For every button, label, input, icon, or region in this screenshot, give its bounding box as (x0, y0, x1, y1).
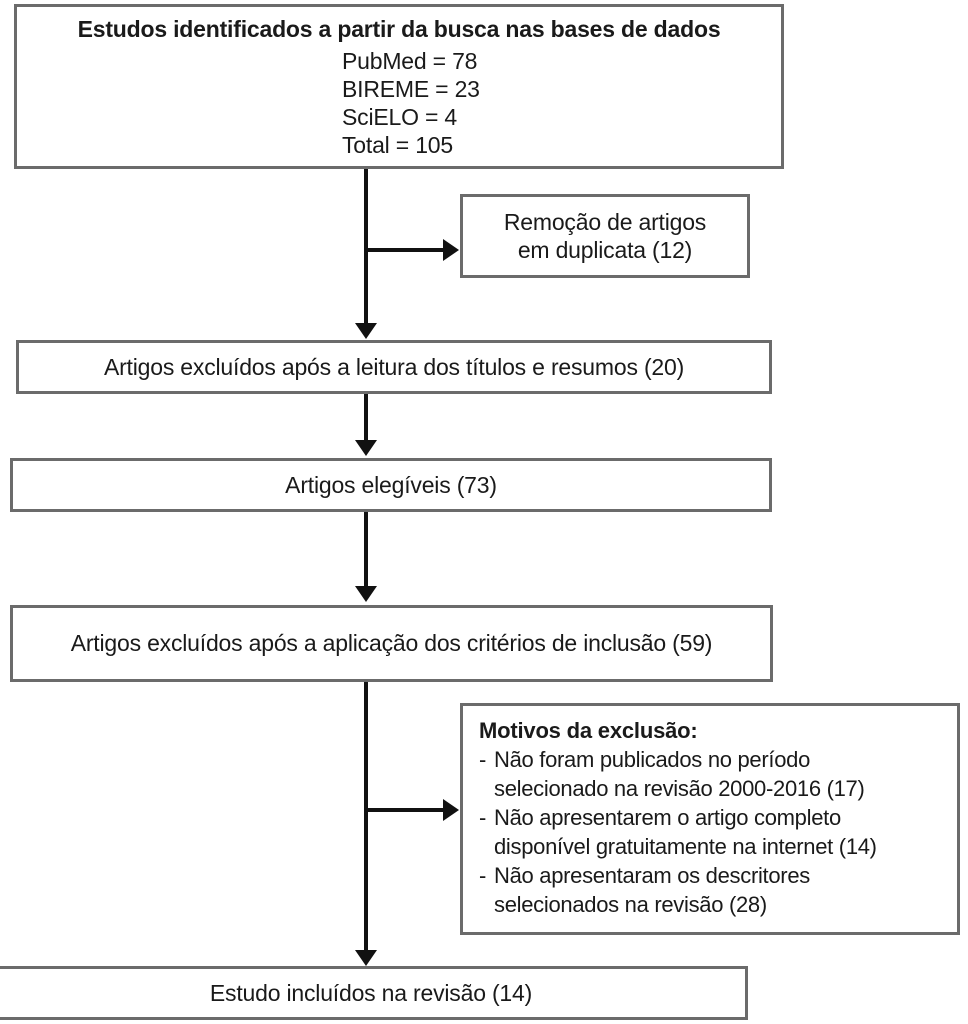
excluded-titles-text: Artigos excluídos após a leitura dos tít… (103, 353, 685, 380)
reasons-heading: Motivos da exclusão: (479, 718, 698, 743)
excluded-criteria-text: Artigos excluídos após a aplicação dos c… (70, 630, 713, 657)
reason-item-1-text: Não foram publicados no período selecion… (494, 745, 947, 803)
eligible-text: Artigos elegíveis (73) (285, 471, 497, 498)
connector-line-identification-to-titles (364, 169, 368, 325)
reason-item-3-text: Não apresentaram os descritores selecion… (494, 861, 947, 919)
reason-bullet-dash: - (479, 805, 487, 830)
reason-item-2: - Não apresentarem o artigo completo dis… (479, 803, 947, 861)
database-count-scielo: SciELO = 4 (342, 104, 457, 131)
excluded-criteria-box: Artigos excluídos após a aplicação dos c… (10, 605, 773, 682)
arrow-head-to-duplicates (443, 239, 459, 261)
reason-bullet-dash: - (479, 863, 487, 888)
arrow-head-identification-to-titles (355, 323, 377, 339)
identification-box: Estudos identificados a partir da busca … (14, 4, 784, 169)
connector-line-criteria-to-included (364, 682, 368, 955)
connector-line-eligible-to-criteria (364, 512, 368, 588)
database-count-bireme: BIREME = 23 (342, 76, 480, 103)
reasons-box: Motivos da exclusão: - Não foram publica… (460, 703, 960, 935)
reason-item-2-text: Não apresentarem o artigo completo dispo… (494, 803, 947, 861)
included-text: Estudo incluídos na revisão (14) (209, 979, 533, 1006)
identification-database-list: PubMed = 78 BIREME = 23 SciELO = 4 Total… (17, 47, 781, 159)
eligible-box: Artigos elegíveis (73) (10, 458, 772, 512)
reason-item-3-line-2: selecionados na revisão (28) (494, 892, 767, 917)
arrow-head-titles-to-eligible (355, 440, 377, 456)
arrow-head-criteria-to-included (355, 950, 377, 966)
database-count-pubmed: PubMed = 78 (342, 48, 478, 75)
duplicates-box: Remoção de artigos em duplicata (12) (460, 194, 750, 278)
connector-line-to-duplicates (364, 248, 446, 252)
reason-item-1-line-1: Não foram publicados no período (494, 747, 811, 772)
connector-line-titles-to-eligible (364, 394, 368, 442)
reason-item-1-line-2: selecionado na revisão 2000-2016 (17) (494, 776, 865, 801)
arrow-head-to-reasons (443, 799, 459, 821)
reason-item-2-line-1: Não apresentarem o artigo completo (494, 805, 841, 830)
duplicates-line-1: Remoção de artigos (503, 208, 707, 235)
reason-bullet-dash: - (479, 747, 487, 772)
connector-line-to-reasons (364, 808, 446, 812)
reason-item-1: - Não foram publicados no período seleci… (479, 745, 947, 803)
arrow-head-eligible-to-criteria (355, 586, 377, 602)
reason-item-3-line-1: Não apresentaram os descritores (494, 863, 810, 888)
duplicates-line-2: em duplicata (12) (517, 237, 693, 263)
identification-title: Estudos identificados a partir da busca … (77, 16, 721, 42)
included-box: Estudo incluídos na revisão (14) (0, 966, 748, 1020)
reason-item-2-line-2: disponível gratuitamente na internet (14… (494, 834, 877, 859)
excluded-titles-box: Artigos excluídos após a leitura dos tít… (16, 340, 772, 394)
reason-item-3: - Não apresentaram os descritores seleci… (479, 861, 947, 919)
database-count-total: Total = 105 (342, 132, 453, 159)
